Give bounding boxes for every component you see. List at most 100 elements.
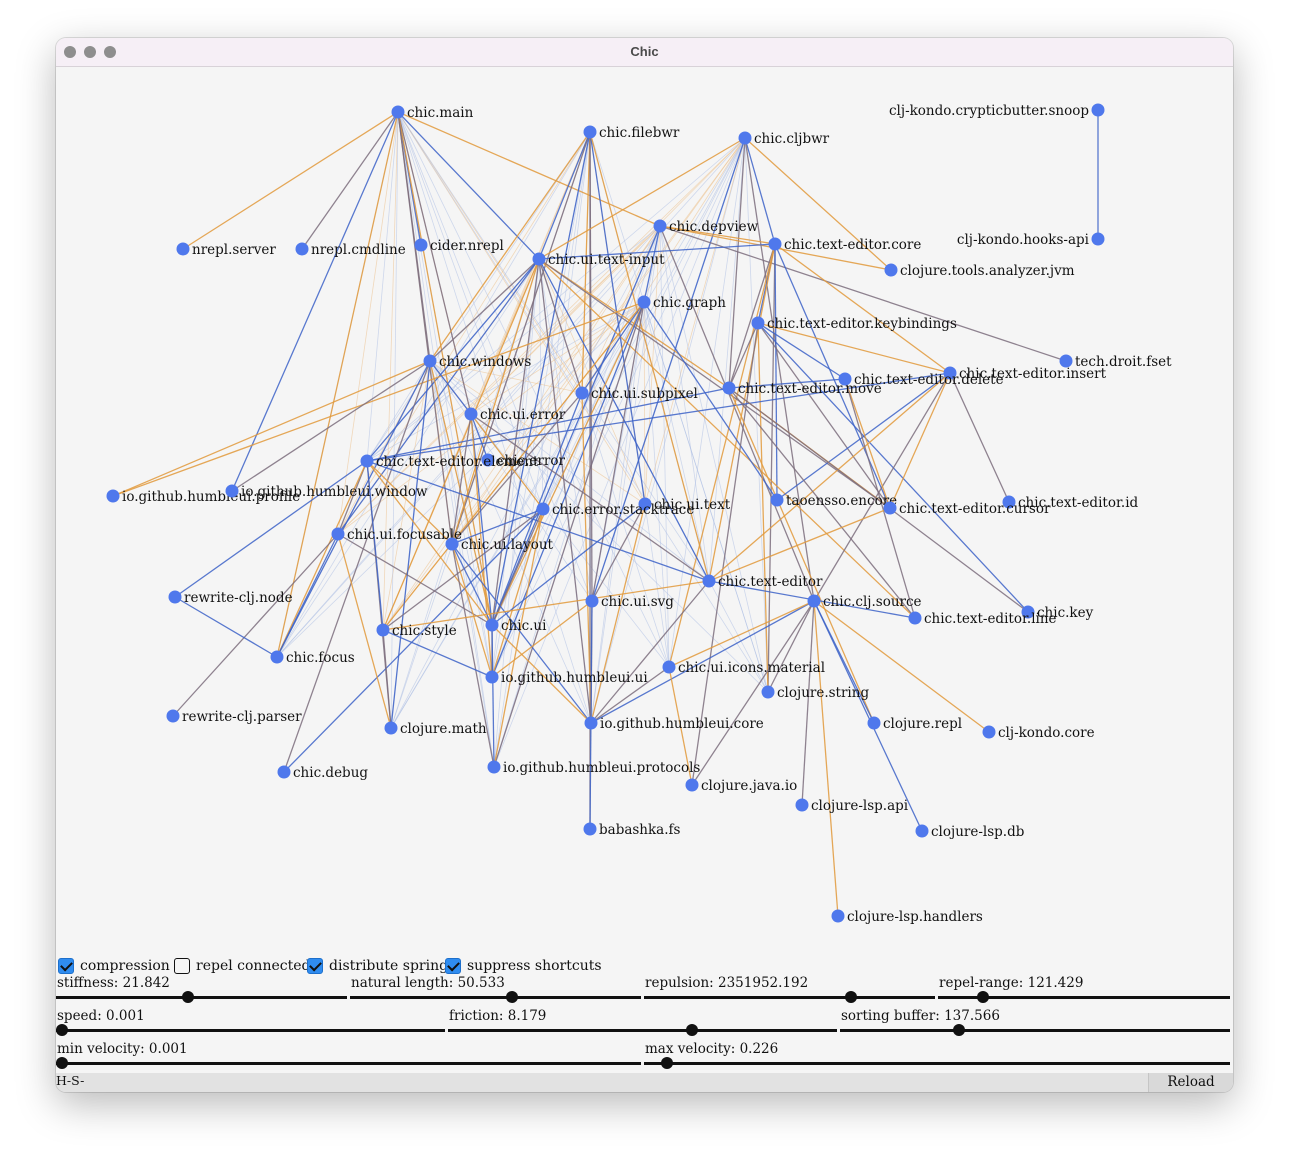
node-clojure-tools-analyzer-jvm[interactable]: clojure.tools.analyzer.jvm [884,263,1075,279]
node-taoensso-encore[interactable]: taoensso.encore [770,493,898,509]
close-window-button[interactable] [64,46,76,58]
node-chic-depview[interactable]: chic.depview [653,219,759,235]
slider-thumb[interactable] [953,1024,966,1036]
node-clojure-lsp-db[interactable]: clojure-lsp.db [915,824,1025,840]
node-clojure-string[interactable]: clojure.string [761,685,870,701]
node-chic-text-editor-cursor[interactable]: chic.text-editor.cursor [883,501,1051,517]
node-chic-clj-source[interactable]: chic.clj.source [807,594,922,610]
slider-thumb[interactable] [56,1057,68,1069]
node-chic-error-stacktrace[interactable]: chic.error.stacktrace [536,502,695,518]
slider-thumb[interactable] [977,991,990,1003]
speed-slider[interactable]: speed: 0.001 [56,1008,448,1036]
slider-track[interactable] [644,996,935,999]
node-chic-style[interactable]: chic.style [376,623,457,639]
node-rewrite-clj-node[interactable]: rewrite-clj.node [168,590,293,606]
node-chic-error[interactable]: chic.error [481,453,566,469]
node-chic-debug[interactable]: chic.debug [277,765,369,781]
node-chic-windows[interactable]: chic.windows [423,354,532,370]
sorting-buffer-slider[interactable]: sorting buffer: 137.566 [840,1008,1233,1036]
slider-thumb[interactable] [661,1057,674,1069]
node-clojure-lsp-api[interactable]: clojure-lsp.api [795,798,909,814]
node-chic-text-editor-keybindings[interactable]: chic.text-editor.keybindings [751,316,957,332]
node-chic-text-editor-insert[interactable]: chic.text-editor.insert [943,366,1107,382]
node-clojure-repl[interactable]: clojure.repl [867,716,963,732]
node-io-github-humbleui-core[interactable]: io.github.humbleui.core [584,716,764,732]
slider-thumb[interactable] [506,991,519,1003]
node-chic-text-editor[interactable]: chic.text-editor [702,574,823,590]
node-clojure-math[interactable]: clojure.math [384,721,487,737]
node-chic-filebwr[interactable]: chic.filebwr [583,125,680,141]
dependency-graph[interactable]: chic.main chic.filebwr chic.cljbwr clj-kond… [56,38,1233,938]
slider-thumb[interactable] [685,1024,698,1036]
node-chic-focus[interactable]: chic.focus [270,650,355,666]
node-chic-ui-error[interactable]: chic.ui.error [464,407,566,423]
reload-button[interactable]: Reload [1148,1073,1233,1092]
node-chic-ui[interactable]: chic.ui [485,618,548,634]
minimize-window-button[interactable] [84,46,96,58]
node-chic-text-editor-delete[interactable]: chic.text-editor.delete [838,372,1004,388]
edge-chic-text-editor-element--chic-focus [276,460,368,658]
node-chic-text-editor-move[interactable]: chic.text-editor.move [722,381,882,397]
node-nrepl-cmdline[interactable]: nrepl.cmdline [295,242,406,258]
edge-chic-graph--chic-ui-subpixel [581,301,645,394]
node-chic-ui-subpixel[interactable]: chic.ui.subpixel [575,386,698,402]
node-clojure-lsp-handlers[interactable]: clojure-lsp.handlers [831,909,983,925]
node-chic-text-editor-id[interactable]: chic.text-editor.id [1002,495,1139,511]
node-clojure-java-io[interactable]: clojure.java.io [685,778,798,794]
node-cider-nrepl[interactable]: cider.nrepl [414,238,504,254]
repel-range-slider[interactable]: repel-range: 121.429 [938,975,1233,1003]
max-velocity-slider[interactable]: max velocity: 0.226 [644,1041,1233,1069]
slider-track[interactable] [448,1029,837,1032]
node-chic-ui-text[interactable]: chic.ui.text [638,497,731,513]
node-io-github-humbleui-window[interactable]: io.github.humbleui.window [225,484,428,500]
node-label: clj-kondo.core [998,725,1095,741]
slider-track[interactable] [840,1029,1230,1032]
node-io-github-humbleui-protocols[interactable]: io.github.humbleui.protocols [487,760,701,776]
min-velocity-slider[interactable]: min velocity: 0.001 [56,1041,644,1069]
checkbox-box[interactable] [307,958,323,974]
slider-track[interactable] [938,996,1230,999]
node-clj-kondo-crypticbutter-snoop[interactable]: clj-kondo.crypticbutter.snoop [889,103,1105,119]
distribute-spring-checkbox[interactable]: distribute spring [307,956,448,976]
slider-track[interactable] [56,1062,641,1065]
slider-track[interactable] [644,1062,1230,1065]
node-rewrite-clj-parser[interactable]: rewrite-clj.parser [166,709,303,725]
node-chic-ui-layout[interactable]: chic.ui.layout [445,537,554,553]
node-clj-kondo-core[interactable]: clj-kondo.core [982,725,1095,741]
suppress-shortcuts-checkbox[interactable]: suppress shortcuts [445,956,602,976]
node-chic-ui-svg[interactable]: chic.ui.svg [585,594,675,610]
node-chic-text-editor-line[interactable]: chic.text-editor.line [908,611,1057,627]
stiffness-slider[interactable]: stiffness: 21.842 [56,975,350,1003]
node-chic-ui-text-input[interactable]: chic.ui.text-input [532,252,666,268]
zoom-window-button[interactable] [104,46,116,58]
slider-thumb[interactable] [56,1024,68,1036]
slider-thumb[interactable] [181,991,194,1003]
node-io-github-humbleui-ui[interactable]: io.github.humbleui.ui [485,670,649,686]
edge-chic-text-editor-move--chic-text-editor-element [366,387,730,462]
node-clj-kondo-hooks-api[interactable]: clj-kondo.hooks-api [957,232,1105,248]
friction-slider[interactable]: friction: 8.179 [448,1008,840,1036]
slider-track[interactable] [56,1029,445,1032]
node-chic-cljbwr[interactable]: chic.cljbwr [738,131,830,147]
natural-length-slider[interactable]: natural length: 50.533 [350,975,644,1003]
node-chic-graph[interactable]: chic.graph [637,295,727,311]
slider-track[interactable] [350,996,641,999]
node-nrepl-server[interactable]: nrepl.server [176,242,277,258]
node-chic-text-editor-core[interactable]: chic.text-editor.core [768,237,922,253]
slider-thumb[interactable] [844,991,857,1003]
node-babashka-fs[interactable]: babashka.fs [583,822,681,838]
slider-track[interactable] [56,996,347,999]
compression-checkbox[interactable]: compression [58,956,170,976]
checkbox-box[interactable] [58,958,74,974]
node-chic-text-editor-element[interactable]: chic.text-editor.element [360,454,539,470]
node-chic-main[interactable]: chic.main [391,105,474,121]
node-tech-droit-fset[interactable]: tech.droit.fset [1059,354,1173,370]
checkbox-box[interactable] [445,958,461,974]
node-chic-ui-focusable[interactable]: chic.ui.focusable [331,527,463,543]
node-chic-ui-icons-material[interactable]: chic.ui.icons.material [662,660,826,676]
node-io-github-humbleui-profile[interactable]: io.github.humbleui.profile [106,489,301,505]
repel-connected-checkbox[interactable]: repel connected [174,956,310,976]
node-chic-key[interactable]: chic.key [1021,605,1094,621]
checkbox-box[interactable] [174,958,190,974]
repulsion-slider[interactable]: repulsion: 2351952.192 [644,975,938,1003]
